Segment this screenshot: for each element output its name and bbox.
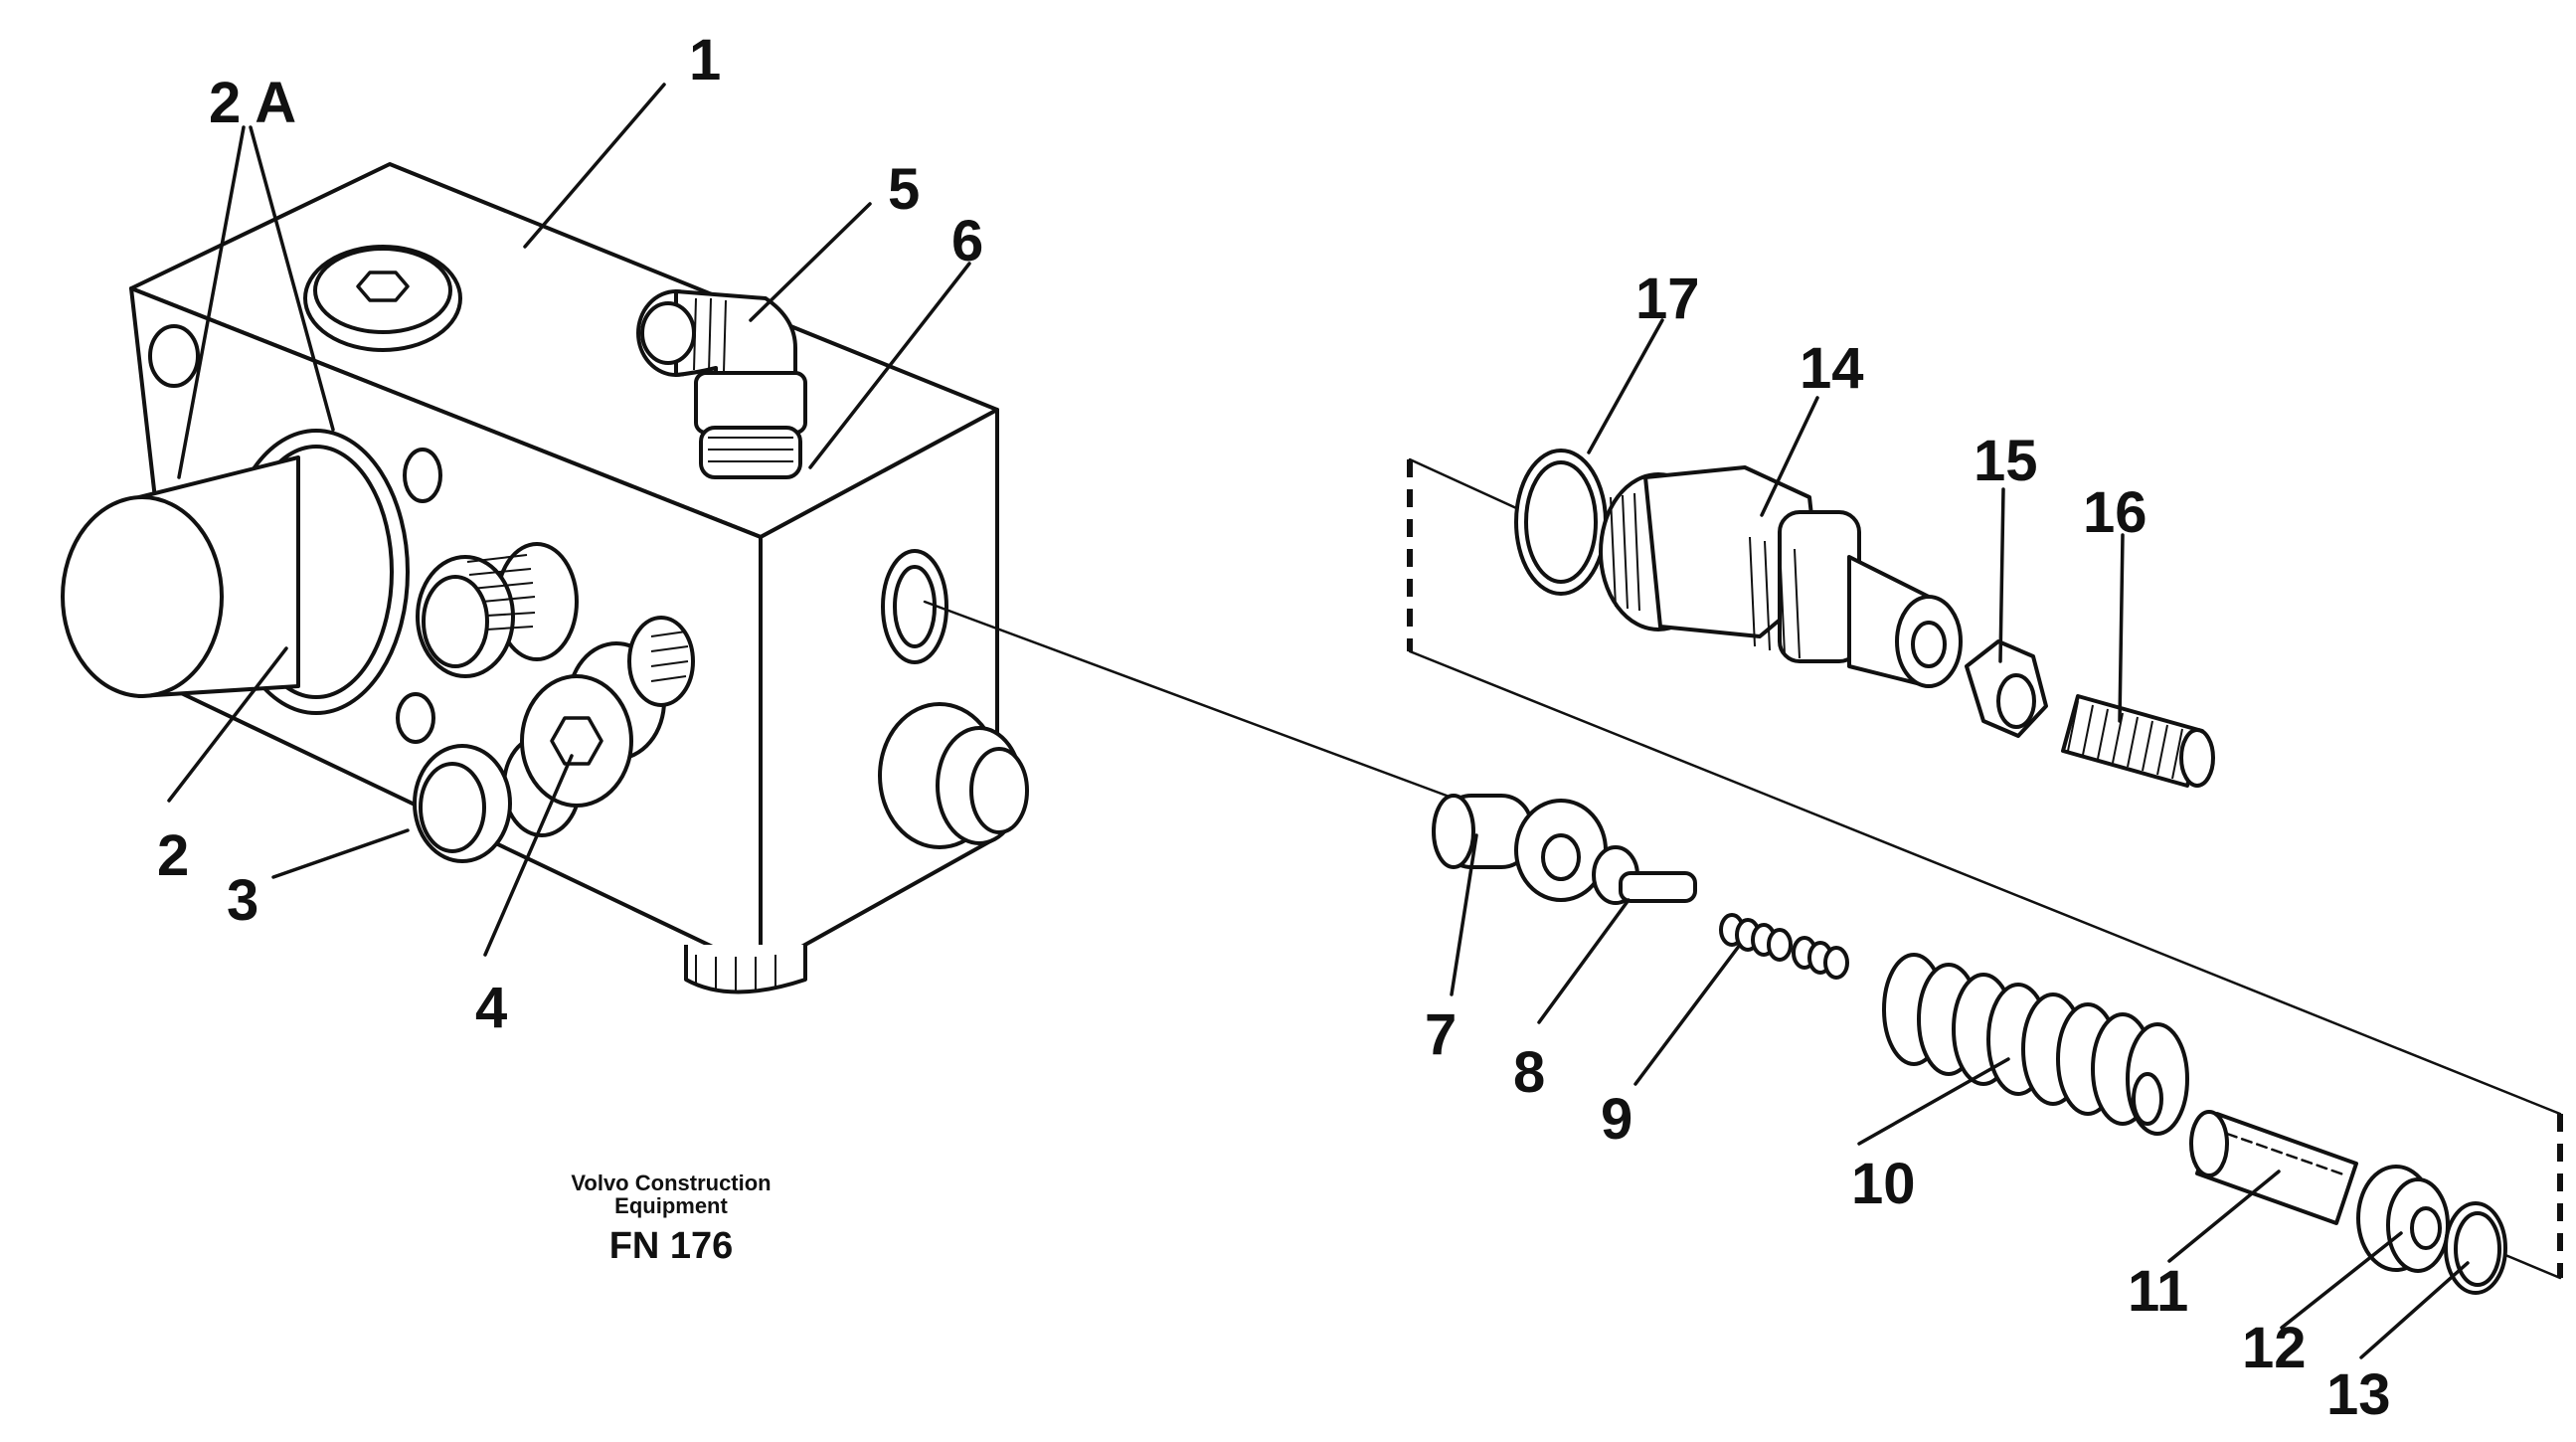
callout-11: 11 [2128,1259,2188,1324]
part-8-seat [1514,799,1697,905]
caption-brand-line-2: Equipment [614,1193,728,1218]
part-11-pin [2189,1110,2358,1225]
figure-caption: Volvo Construction Equipment FN 176 [571,1171,771,1267]
callout-14: 14 [1800,336,1864,401]
caption-brand-line-1: Volvo Construction [571,1171,771,1195]
callout-6: 6 [951,209,983,273]
caption-figure-code: FN 176 [609,1225,734,1267]
part-17-o-ring [1514,449,1608,596]
callout-1: 1 [689,28,721,92]
leader-lines [167,83,2470,1359]
part-12-plug [2356,1165,2450,1273]
part-16-set-screw [2061,694,2215,788]
callout-2: 2 [157,823,189,888]
part-10-large-spring [1882,953,2189,1136]
part-13-washer [2444,1201,2507,1295]
part-14-housing [1599,465,1963,688]
assembly-bracket [1407,457,2563,1280]
callout-3: 3 [227,868,258,933]
callout-4: 4 [475,976,507,1040]
part-7-sleeve [1432,794,1533,869]
callout-8: 8 [1513,1040,1545,1105]
valve-block [61,162,1029,994]
callout-16: 16 [2083,480,2147,545]
callout-9: 9 [1601,1087,1632,1152]
callout-10: 10 [1851,1152,1916,1216]
callout-12: 12 [2242,1316,2307,1380]
callout-15: 15 [1974,429,2038,493]
callout-13: 13 [2326,1362,2391,1427]
callout-2a: 2 A [209,71,296,135]
part-9-small-spring [1719,913,1849,980]
callout-5: 5 [888,157,920,222]
callout-labels: 1 2 A 2 3 4 5 6 7 8 9 10 11 12 13 14 15 … [157,28,2391,1427]
callout-7: 7 [1425,1002,1457,1067]
part-15-nut [1965,639,2048,738]
assembly-axis-line [923,600,1449,798]
callout-17: 17 [1635,267,1700,331]
